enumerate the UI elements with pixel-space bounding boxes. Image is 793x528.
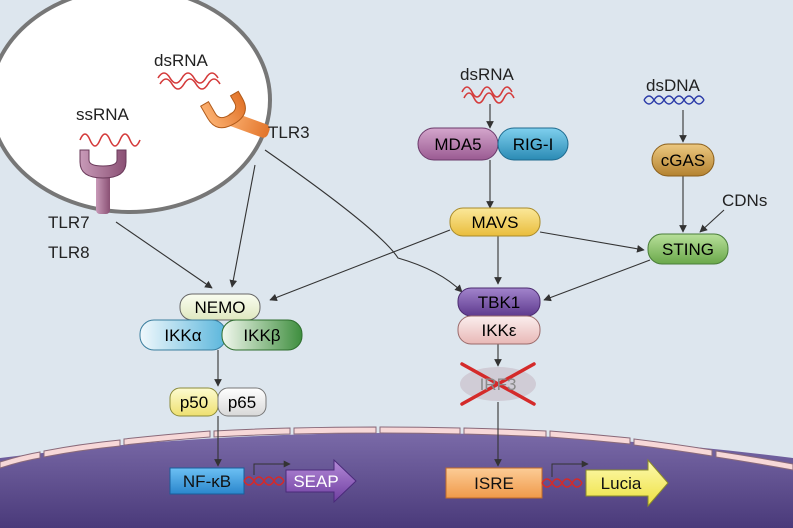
tlr3-receptor — [199, 90, 270, 138]
dna-link-nfkb — [243, 476, 285, 486]
promoter-arrow-nfkb — [253, 460, 291, 475]
ikk-beta-label: IKKβ — [243, 325, 281, 345]
tlr7-receptor — [79, 149, 127, 214]
p65-shape — [217, 387, 267, 417]
dsdna-label: dsDNA — [646, 76, 700, 95]
irf3-label: IRF3 — [479, 374, 517, 394]
ssrna-strand — [79, 133, 141, 147]
rig-i-shape — [497, 127, 569, 161]
seap-label: SEAP — [293, 471, 339, 491]
ikk-epsilon-shape — [457, 315, 541, 345]
tbk1-label: TBK1 — [477, 292, 521, 312]
nucleus — [0, 433, 793, 528]
nemo-label: NEMO — [194, 297, 246, 317]
ikk-alpha-label: IKKα — [164, 325, 202, 345]
ssrna-label: ssRNA — [76, 105, 129, 124]
dsrna-endosome-label: dsRNA — [154, 51, 208, 70]
mavs-label: MAVS — [471, 212, 519, 232]
dsrna-strand-endosome — [157, 72, 221, 90]
dsrna-cytosol-label: dsRNA — [460, 65, 514, 84]
isre-box — [445, 467, 543, 499]
p50-label: p50 — [179, 392, 209, 412]
arrows — [115, 104, 725, 467]
cgas-label: cGAS — [660, 150, 706, 170]
rig-i-label: RIG-I — [512, 134, 554, 154]
lucia-arrow-shape — [585, 458, 669, 508]
lucia-label: Lucia — [600, 473, 642, 493]
irf3-inhibition-cross — [460, 362, 536, 406]
endosome — [0, 0, 272, 214]
ikk-beta-shape — [221, 319, 303, 351]
nemo-shape — [179, 293, 261, 321]
ikk-epsilon-label: IKKε — [481, 320, 517, 340]
cdns-label: CDNs — [722, 191, 768, 210]
tlr8-label: TLR8 — [48, 243, 90, 262]
promoter-arrow-isre — [551, 460, 589, 477]
nfkb-label: NF-κB — [182, 471, 232, 491]
isre-label: ISRE — [474, 473, 514, 493]
dsdna-strand — [643, 95, 705, 105]
nuclear-envelope — [0, 426, 793, 471]
tlr3-label: TLR3 — [268, 123, 310, 142]
cgas-shape — [651, 143, 715, 177]
sting-label: STING — [662, 239, 714, 259]
seap-arrow-shape — [285, 458, 357, 504]
sting-shape — [647, 233, 729, 265]
dna-link-isre — [541, 478, 583, 488]
p65-label: p65 — [227, 392, 257, 412]
mavs-shape — [449, 207, 541, 237]
mda5-label: MDA5 — [434, 134, 482, 154]
dsrna-strand-cytosol — [461, 86, 515, 104]
tlr7-label: TLR7 — [48, 213, 90, 232]
